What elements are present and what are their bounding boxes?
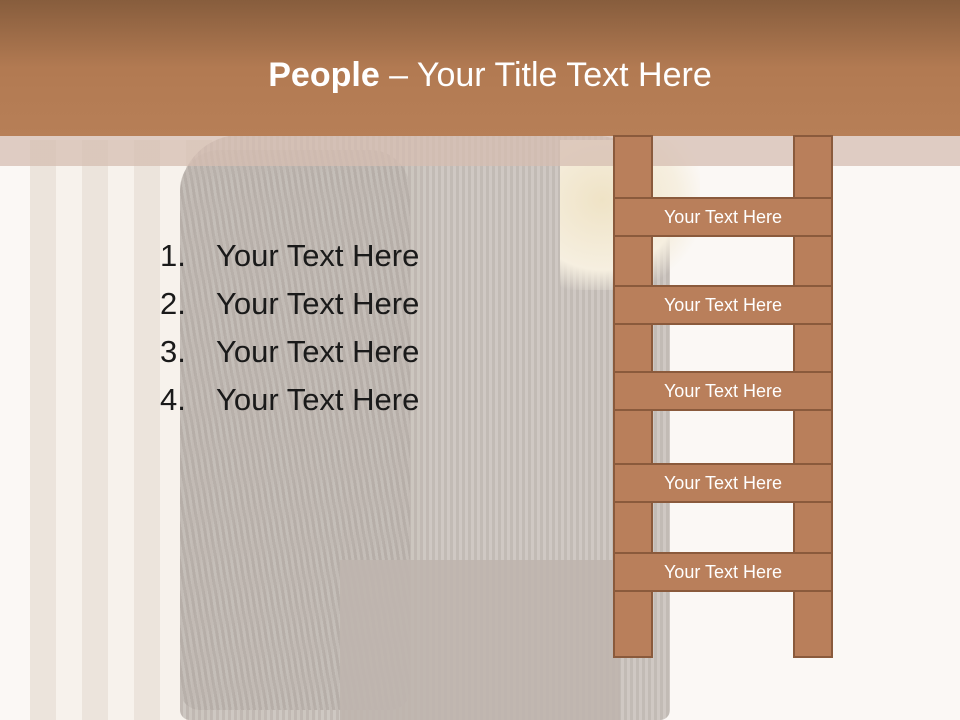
ladder-rung: Your Text Here: [613, 197, 833, 237]
list-text: Your Text Here: [216, 238, 420, 273]
ladder-rung: Your Text Here: [613, 371, 833, 411]
list-number: 1.: [160, 238, 186, 273]
list-item: 4. Your Text Here: [160, 376, 419, 424]
list-item: 2. Your Text Here: [160, 280, 419, 328]
list-number: 2.: [160, 286, 186, 321]
title-header: [0, 0, 960, 136]
ladder-rung: Your Text Here: [613, 285, 833, 325]
numbered-list: 1. Your Text Here 2. Your Text Here 3. Your…: [160, 232, 419, 424]
list-number: 4.: [160, 382, 186, 417]
pants: [340, 560, 620, 720]
ladder-rung: Your Text Here: [613, 552, 833, 592]
list-item: 3. Your Text Here: [160, 328, 419, 376]
list-text: Your Text Here: [216, 334, 420, 369]
list-text: Your Text Here: [216, 286, 420, 321]
list-item: 1. Your Text Here: [160, 232, 419, 280]
title-rest: – Your Title Text Here: [379, 56, 712, 94]
title-bold: People: [268, 56, 380, 94]
ladder-rung: Your Text Here: [613, 463, 833, 503]
list-text: Your Text Here: [216, 382, 420, 417]
slide-title: People – Your Title Text Here: [0, 52, 960, 98]
list-number: 3.: [160, 334, 186, 369]
